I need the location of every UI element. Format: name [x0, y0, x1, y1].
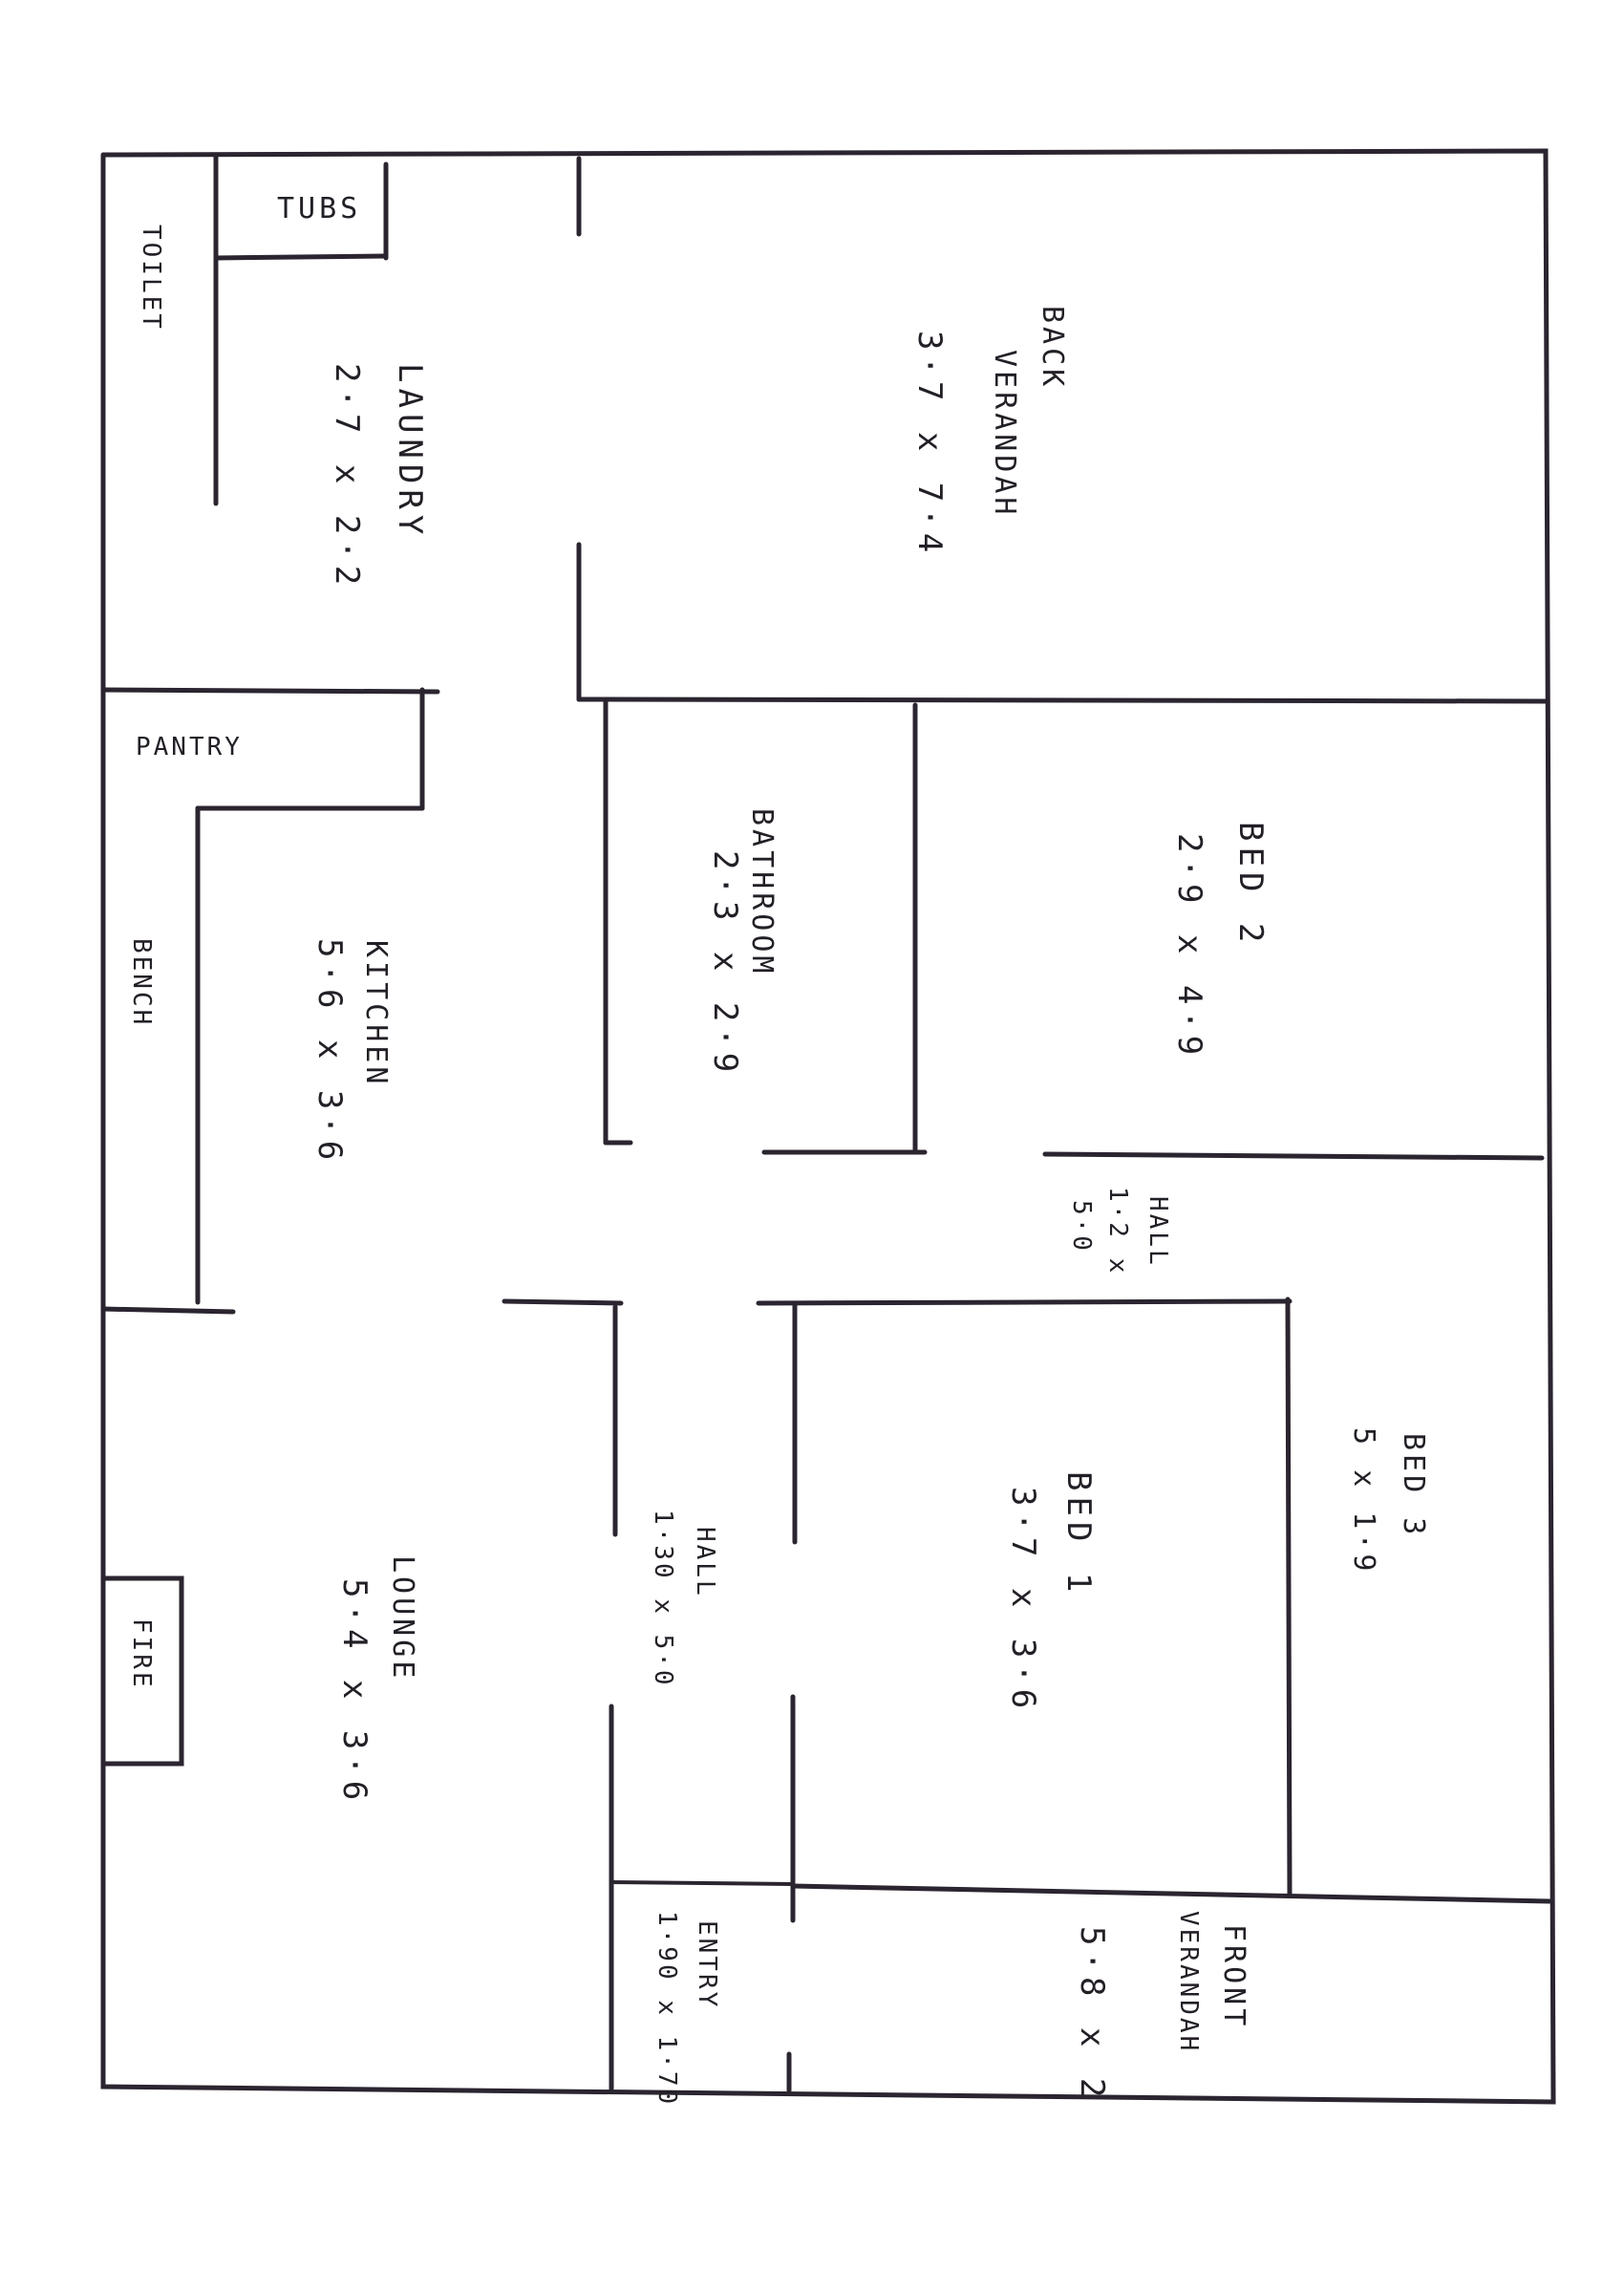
wall-entry-top [609, 1880, 795, 1886]
label-bed3-size: 5 x 1·9 [1347, 1427, 1380, 1575]
wall-hall-top [502, 1298, 624, 1306]
label-back-verandah-size: 3·7 x 7·4 [910, 331, 949, 558]
wall-bed2-bottom [1042, 1151, 1545, 1161]
label-fire: FIRE [127, 1618, 156, 1690]
wall-pantry-top [100, 687, 440, 695]
label-lounge-size: 5·4 x 3·6 [335, 1578, 374, 1806]
label-kitchen-size: 5·6 x 3·6 [310, 938, 349, 1166]
wall-back-verandah-bottom [576, 696, 1550, 704]
label-bed2-size: 2·9 x 4·9 [1170, 833, 1208, 1061]
label-back-verandah-name-1: BACK [1036, 306, 1069, 390]
label-hall-upper-size-2: 5·0 [1067, 1200, 1096, 1254]
fireplace [100, 1575, 184, 1767]
wall-tubs-bottom [213, 253, 389, 261]
label-bathroom-name: BATHROOM [745, 808, 779, 977]
label-hall-lower-size: 1·30 x 5·0 [649, 1510, 677, 1688]
label-front-verandah-name-2: VERANDAH [1174, 1911, 1203, 2053]
wall-front-verandah-top [790, 1883, 1552, 1904]
wall-kitchen-lounge-stub [100, 1306, 236, 1315]
walls [100, 148, 1556, 2105]
wall-bed1-right [1285, 1297, 1293, 1897]
label-front-verandah-name: FRONT [1217, 1924, 1250, 2029]
label-tubs: TUBS [277, 192, 361, 225]
label-hall-upper-name: HALL [1143, 1196, 1172, 1268]
label-entry-size: 1·90 x 1·70 [652, 1911, 681, 2107]
label-bed1-name: BED 1 [1059, 1471, 1098, 1597]
label-laundry-name: LAUNDRY [391, 363, 429, 540]
label-bed2-name: BED 2 [1231, 822, 1270, 948]
label-bed3-name: BED 3 [1397, 1433, 1430, 1538]
label-hall-upper-size-1: 1·2 x [1103, 1187, 1132, 1275]
label-hall-lower-name: HALL [691, 1527, 719, 1598]
outer-wall [100, 148, 1556, 2105]
label-front-verandah-size: 5·8 x 2 [1073, 1926, 1111, 2103]
label-pantry: PANTRY [136, 733, 243, 761]
label-entry-name: ENTRY [693, 1920, 721, 2009]
label-back-verandah-name-2: VERANDAH [988, 350, 1021, 519]
label-bench: BENCH [127, 938, 156, 1027]
label-bathroom-size: 2·3 x 2·9 [706, 850, 744, 1078]
wall-bed1-top [756, 1298, 1293, 1306]
labels: TUBS TOILET LAUNDRY 2·7 x 2·2 BACK VERAN… [127, 192, 1430, 2107]
label-lounge-name: LOUNGE [386, 1555, 419, 1682]
label-toilet: TOILET [137, 225, 165, 332]
label-laundry-size: 2·7 x 2·2 [328, 363, 366, 590]
label-kitchen-name: KITCHEN [359, 940, 393, 1087]
label-bed1-size: 3·7 x 3·6 [1004, 1487, 1042, 1714]
